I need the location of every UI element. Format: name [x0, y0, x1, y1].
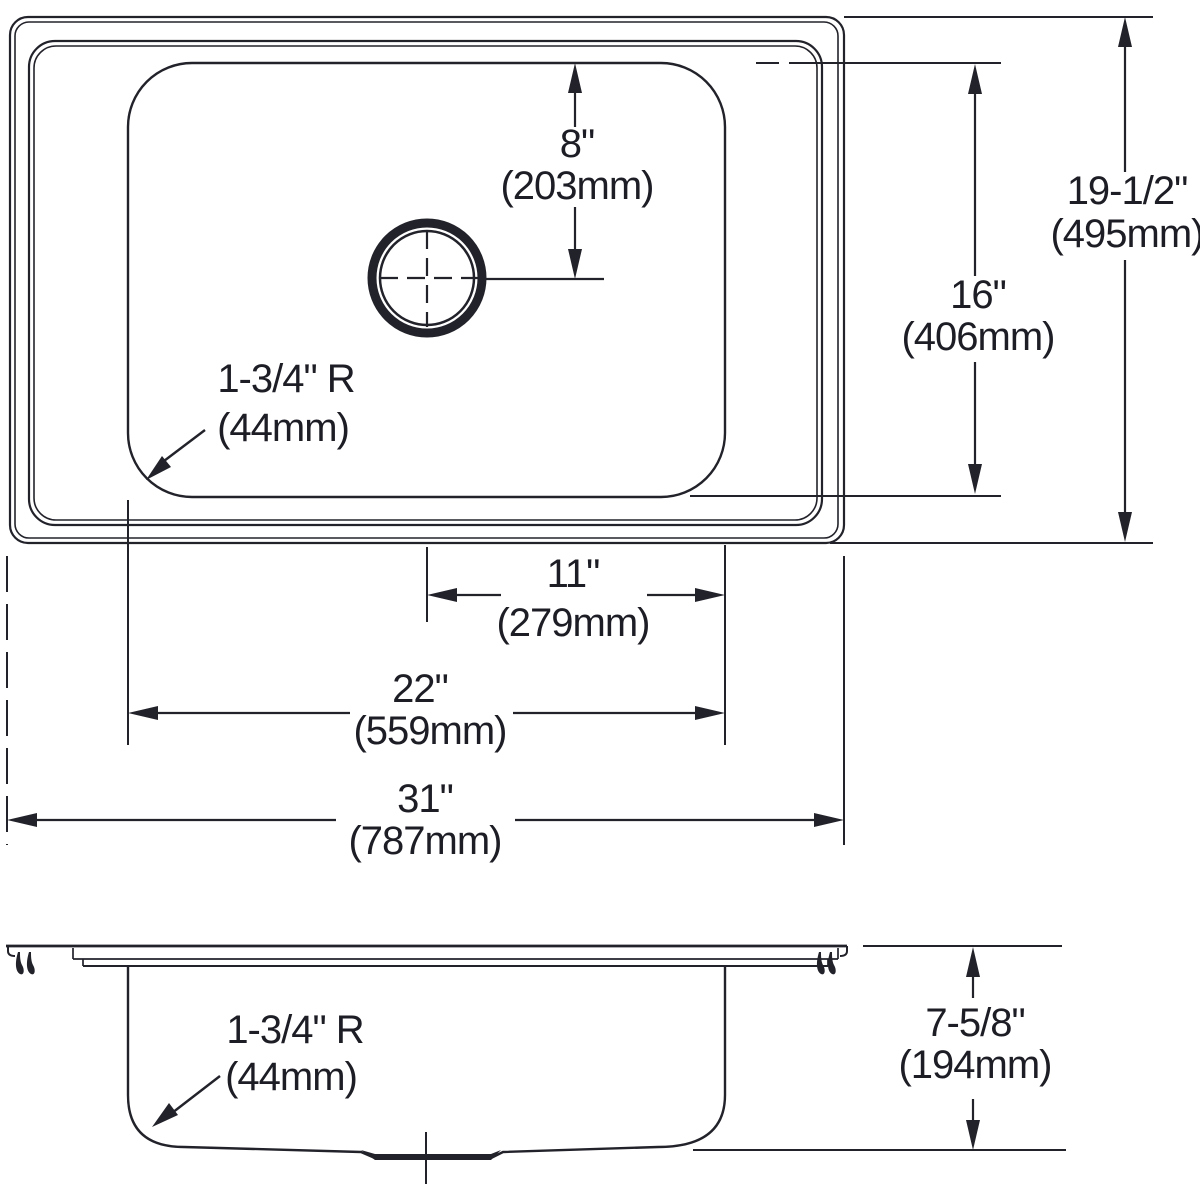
clip-hook-icon	[827, 952, 836, 975]
dimension-bowl-width: 22" (559mm)	[127, 500, 725, 753]
arrow-right-icon	[814, 813, 844, 827]
arrow-right-icon	[695, 588, 725, 602]
sink-side-view: 7-5/8" (194mm) 1-3/4" R (44mm)	[6, 944, 1066, 1184]
arrow-down-icon	[568, 249, 582, 279]
radius-mm-label: (44mm)	[225, 1055, 357, 1099]
dim-mm-label: (787mm)	[348, 819, 501, 863]
arrow-left-icon	[7, 813, 37, 827]
arrow-up-icon	[1118, 17, 1132, 47]
dim-mm-label: (495mm)	[1050, 212, 1200, 256]
mounting-clip-left	[15, 952, 35, 975]
arrow-up-icon	[968, 64, 982, 94]
corner-radius-callout-top: 1-3/4" R (44mm)	[146, 357, 356, 480]
arrow-left-icon	[128, 706, 158, 720]
sink-rim-edge-inner-line	[33, 45, 818, 521]
dim-inches-label: 11"	[547, 552, 600, 596]
clip-hook-icon	[816, 952, 825, 975]
sink-outer-edge-inner-line	[14, 21, 839, 539]
dimension-drain-setback: 8" (203mm)	[500, 63, 655, 279]
drain-boss	[361, 1150, 501, 1160]
dim-inches-label: 31"	[397, 777, 453, 821]
dimension-drain-offset: 11" (279mm)	[426, 545, 726, 745]
arrow-left-icon	[427, 588, 457, 602]
corner-radius-callout-side: 1-3/4" R (44mm)	[152, 1008, 365, 1127]
arrow-down-icon	[1118, 512, 1132, 542]
dim-inches-label: 16"	[950, 273, 1006, 317]
leader-line	[159, 429, 206, 465]
dimension-bowl-front-back: 16" (406mm)	[690, 62, 1056, 497]
clip-hook-icon	[26, 952, 35, 975]
radius-label: 1-3/4" R	[217, 357, 354, 401]
dimension-overall-depth: 19-1/2" (495mm)	[830, 16, 1200, 544]
mounting-clip-right	[816, 952, 836, 975]
arrow-pointer-icon	[146, 456, 171, 480]
arrow-pointer-icon	[152, 1103, 178, 1127]
drain	[367, 218, 604, 338]
sink-outer-edge-line	[8, 15, 846, 545]
flange-right-tip	[839, 946, 848, 957]
clip-hook-icon	[15, 952, 24, 975]
dim-inches-label: 22"	[392, 667, 448, 711]
drain-outer-ring	[367, 218, 487, 338]
bowl-outline	[126, 61, 727, 499]
dim-inches-label: 8"	[560, 122, 594, 166]
radius-label: 1-3/4" R	[226, 1008, 363, 1052]
dim-inches-label: 7-5/8"	[925, 1001, 1024, 1045]
flange-left-tip	[7, 946, 16, 957]
arrow-right-icon	[695, 706, 725, 720]
dim-mm-label: (203mm)	[500, 164, 653, 208]
dim-mm-label: (279mm)	[496, 601, 649, 645]
dimension-bowl-height: 7-5/8" (194mm)	[693, 945, 1066, 1151]
bowl-section-outline	[126, 966, 727, 1160]
sink-top-view: 8" (203mm) 16" (406mm) 19-1/2" (495mm)	[6, 15, 1200, 863]
arrow-up-icon	[568, 63, 582, 93]
dimension-overall-width: 31" (787mm)	[6, 556, 845, 863]
sink-rim-edge-line	[27, 39, 824, 527]
dim-mm-label: (559mm)	[353, 709, 506, 753]
radius-mm-label: (44mm)	[217, 406, 349, 450]
dim-mm-label: (406mm)	[901, 315, 1054, 359]
arrow-down-icon	[966, 1120, 980, 1150]
arrow-up-icon	[966, 947, 980, 977]
dim-inches-label: 19-1/2"	[1067, 169, 1188, 213]
arrow-down-icon	[968, 464, 982, 494]
leader-line	[171, 1075, 221, 1114]
dim-mm-label: (194mm)	[898, 1043, 1051, 1087]
